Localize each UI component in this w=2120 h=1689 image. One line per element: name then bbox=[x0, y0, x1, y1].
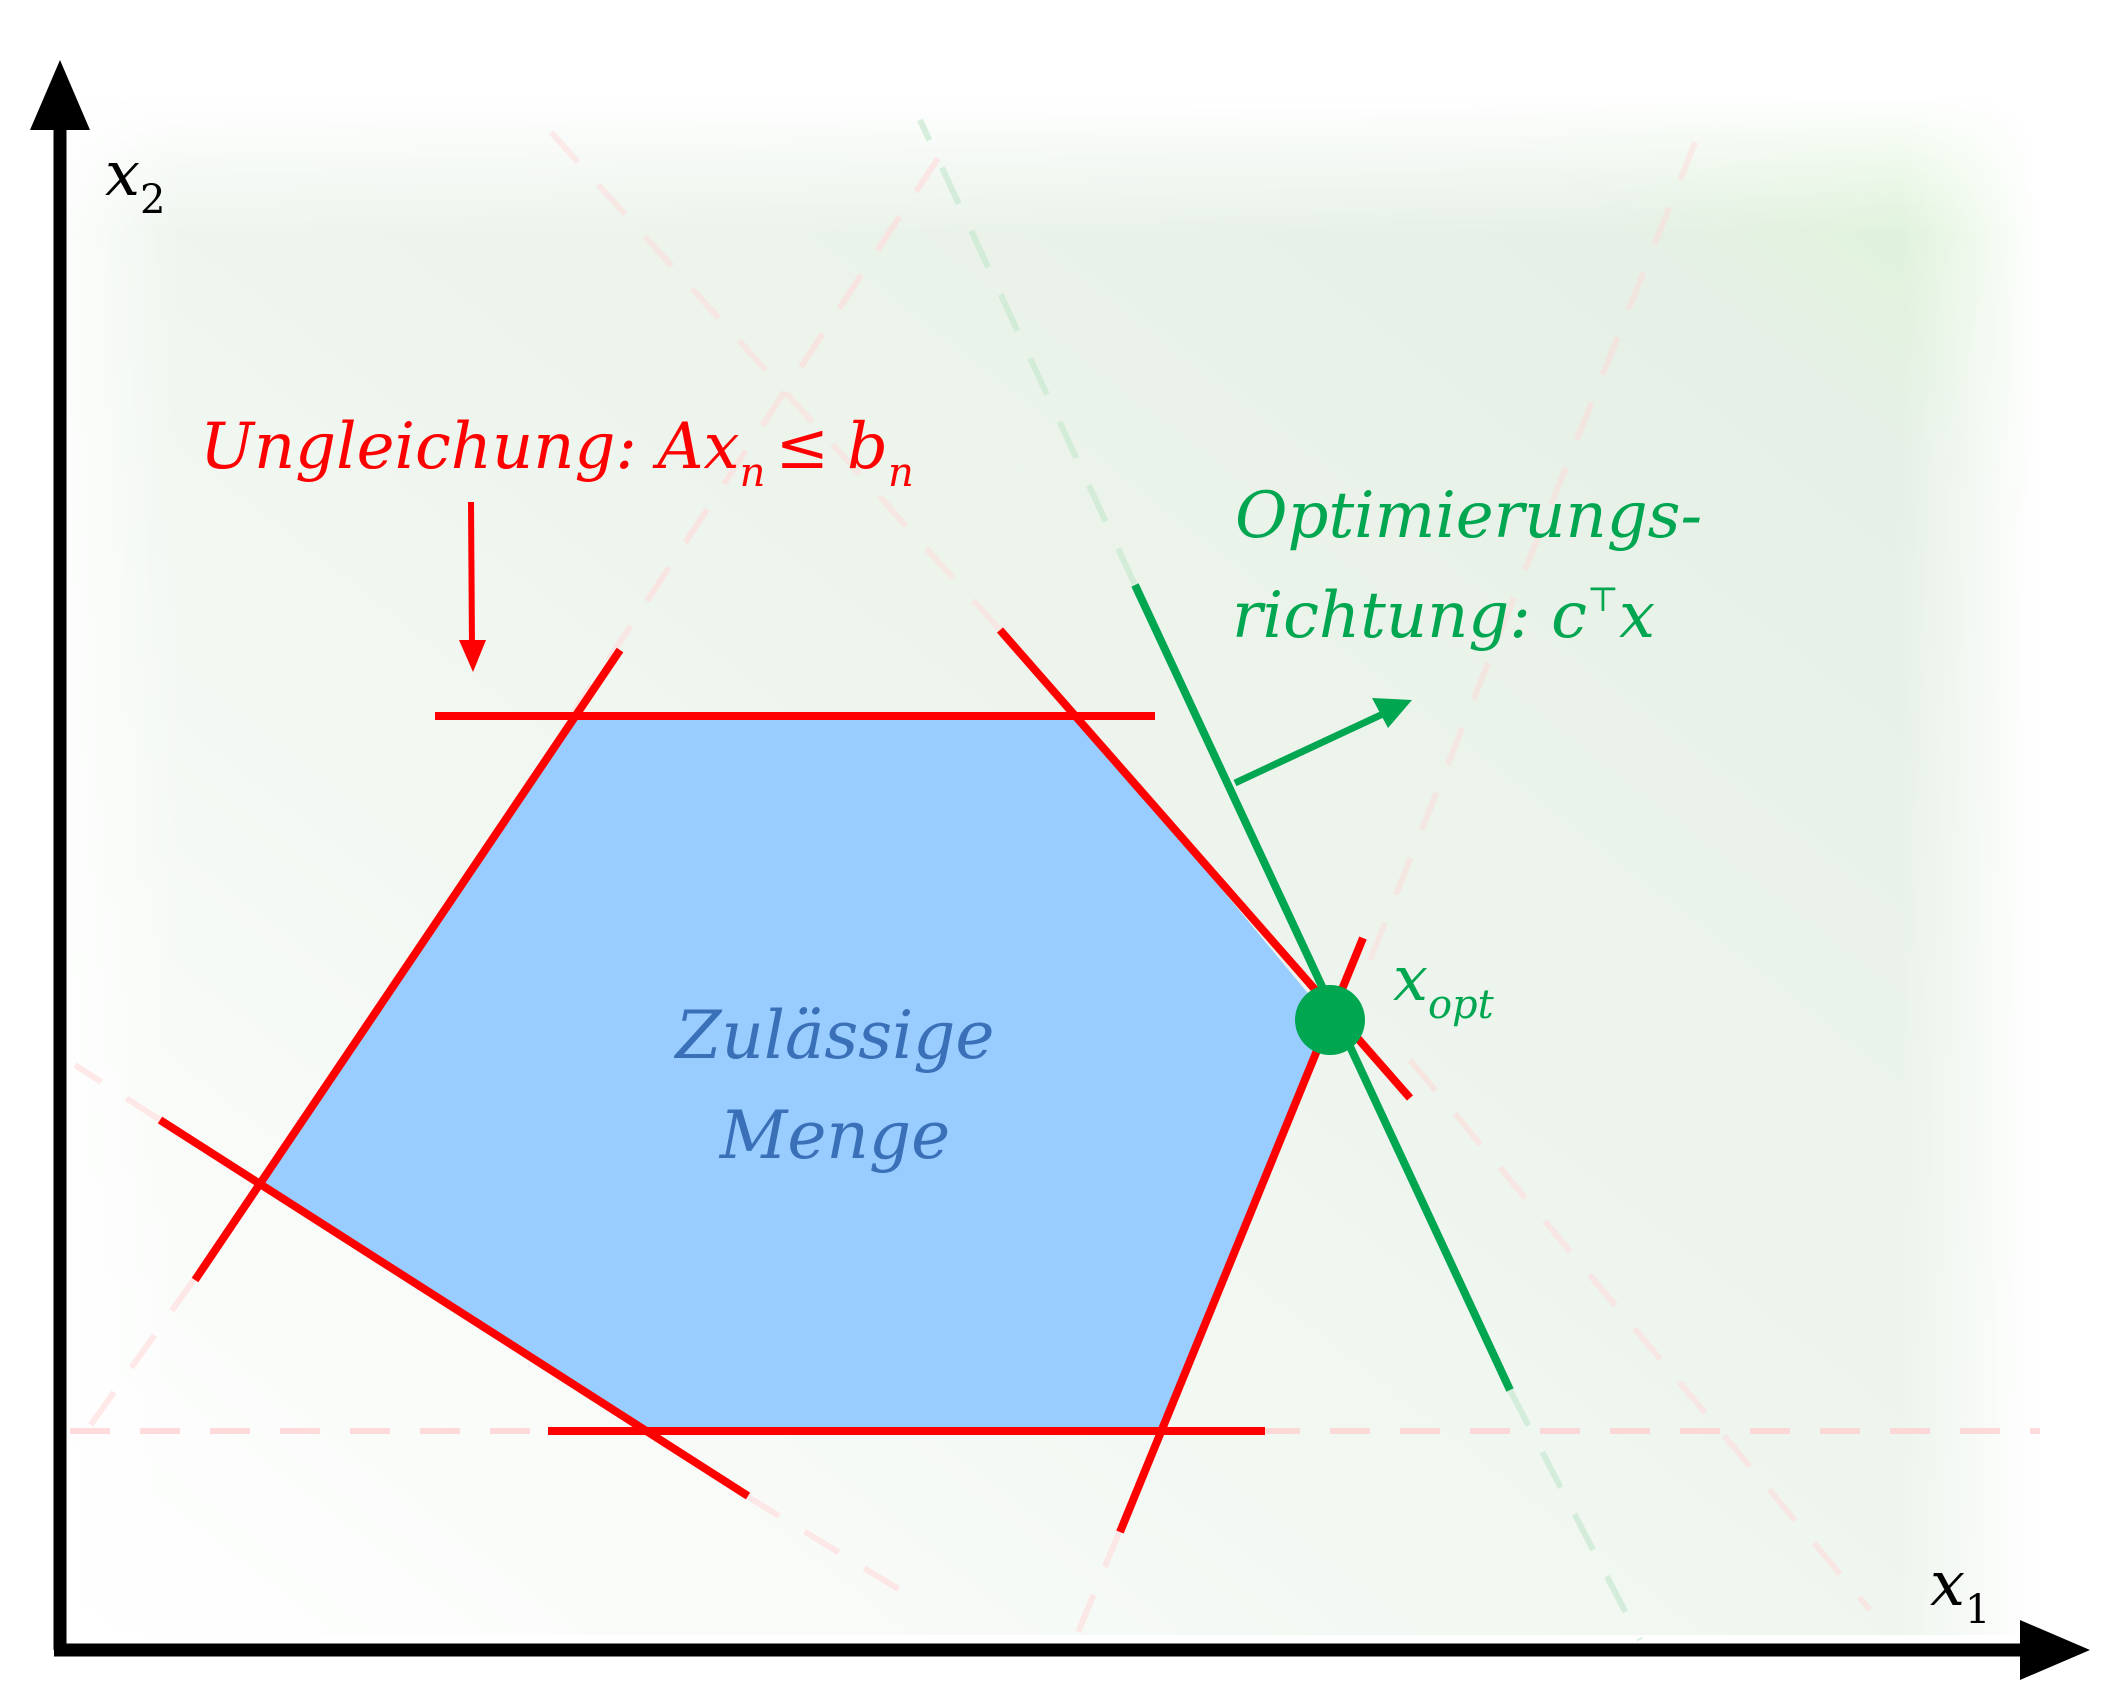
optimum-label: xopt bbox=[1393, 942, 1495, 1028]
faint-line-bottom-left-ext bbox=[743, 1492, 902, 1593]
y-axis-arrow-head bbox=[30, 60, 90, 130]
objective-label-line2: richtung: c⊤x bbox=[1232, 579, 1655, 653]
faint-line-top-right-edge-ext bbox=[537, 117, 1003, 633]
feasible-region bbox=[262, 718, 1330, 1430]
faint-line-right-edge-ext bbox=[1407, 1058, 1873, 1612]
objective-direction-arrow-shaft bbox=[1233, 709, 1387, 787]
y-axis-label: x2 bbox=[105, 137, 165, 223]
faint-line-objective-upper bbox=[917, 118, 1138, 587]
faint-line-left-edge-ext bbox=[77, 1276, 198, 1442]
constraint-label: Ungleichung: Axn≤bn bbox=[200, 410, 914, 496]
objective-label-line1: Optimierungs- bbox=[1235, 479, 1702, 553]
background-fade-left bbox=[60, 95, 180, 1635]
constraint-line-lower-left bbox=[157, 1116, 751, 1500]
feasible-label-line1: Zulässige bbox=[674, 997, 995, 1074]
faint-line-upper-right bbox=[1367, 128, 1703, 962]
background-fade-top bbox=[60, 95, 2040, 235]
faint-line-bottom-right-edge-ext bbox=[1072, 1528, 1123, 1642]
constraint-arrow-head bbox=[459, 640, 486, 672]
faint-line-lower-left-ext bbox=[73, 1062, 162, 1123]
faint-line-top-left-edge-ext bbox=[567, 138, 953, 720]
optimum-point bbox=[1295, 985, 1365, 1055]
x-axis-arrow-head bbox=[2020, 1620, 2090, 1680]
constraint-line-upper-left bbox=[191, 647, 624, 1283]
constraint-arrow-shaft bbox=[468, 501, 475, 649]
objective-direction-arrow-head bbox=[1372, 698, 1412, 728]
x-axis-label: x1 bbox=[1930, 1547, 1990, 1633]
faint-line-objective-lower bbox=[1507, 1388, 1643, 1642]
background-fade-right bbox=[1900, 95, 2040, 1635]
feasible-label-line2: Menge bbox=[719, 1097, 950, 1174]
